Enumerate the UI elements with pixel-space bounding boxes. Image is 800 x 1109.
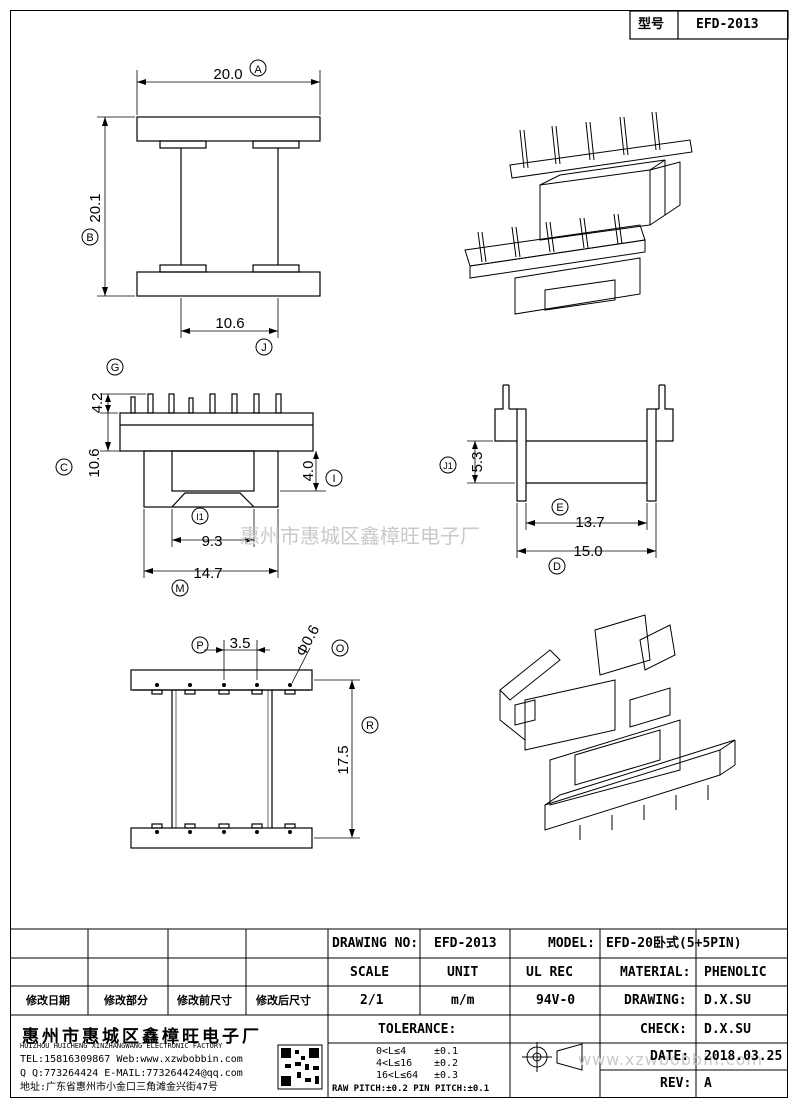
dim-j1-label: J1 <box>443 461 453 471</box>
drawing-frame <box>10 10 788 1098</box>
isometric-view-top <box>464 111 693 315</box>
dim-o-label: O <box>336 643 345 655</box>
material-value: PHENOLIC <box>704 965 767 980</box>
drawing-by-label: DRAWING: <box>624 993 687 1008</box>
tolerance-label: TOLERANCE: <box>378 1022 457 1037</box>
bottom-view <box>130 669 313 849</box>
company-name: 惠州市惠城区鑫樟旺电子厂 <box>22 1027 262 1047</box>
unit-label: UNIT <box>447 965 479 980</box>
dim-a-label: A <box>254 64 262 76</box>
dim-c-value: 10.6 <box>86 448 103 477</box>
front-view-dimensions <box>100 393 326 578</box>
dim-m-value: 14.7 <box>193 565 222 582</box>
rev-header-before: 修改前尺寸 <box>177 994 232 1007</box>
ul-rec-label: UL REC <box>526 965 573 980</box>
model-label: MODEL: <box>548 936 595 951</box>
dim-i1-label: I1 <box>196 512 204 522</box>
scale-value: 2/1 <box>360 993 384 1008</box>
dim-b-label: B <box>86 232 93 244</box>
check-value: D.X.SU <box>704 1022 751 1037</box>
dim-p-value: 3.5 <box>230 635 251 652</box>
projection-symbol-icon <box>522 1042 583 1072</box>
dim-g-label: G <box>111 362 120 374</box>
rev-value: A <box>704 1076 712 1091</box>
rev-label: REV: <box>660 1076 692 1091</box>
type-label: 型号 <box>638 17 665 32</box>
qr-code-icon <box>277 1044 323 1090</box>
dim-d-label: D <box>553 561 561 573</box>
model-value: EFD-20卧式(5+5PIN) <box>606 936 742 951</box>
tolerance-value-3: ±0.3 <box>434 1070 459 1081</box>
title-block-grid <box>10 928 788 1098</box>
drawing-no-label: DRAWING NO: <box>332 936 419 951</box>
dim-r-value: 17.5 <box>335 745 352 774</box>
date-value: 2018.03.25 <box>704 1049 783 1064</box>
company-tel-web: TEL:15816309867 Web:www.xzwbobbin.com <box>20 1054 243 1065</box>
side-view <box>494 384 674 502</box>
dim-m-label: M <box>175 583 184 595</box>
type-value: EFD-2013 <box>696 17 759 32</box>
dim-a-value: 20.0 <box>213 66 242 83</box>
tolerance-range-3: 16<L≤64 <box>376 1070 419 1081</box>
dim-b-value: 20.1 <box>87 193 104 222</box>
tolerance-range-1: 0<L≤4 <box>376 1046 407 1057</box>
ul-rec-value: 94V-0 <box>536 993 576 1008</box>
dim-p-label: P <box>196 640 203 652</box>
scale-label: SCALE <box>350 965 390 980</box>
drawing-no-value: EFD-2013 <box>434 936 497 951</box>
dim-i1-value: 9.3 <box>202 533 223 550</box>
pitch-tolerance: RAW PITCH:±0.2 PIN PITCH:±0.1 <box>332 1084 490 1094</box>
tolerance-value-1: ±0.1 <box>434 1046 459 1057</box>
material-label: MATERIAL: <box>620 965 691 980</box>
isometric-view-bottom <box>499 614 736 840</box>
dim-i-value: 4.0 <box>300 461 317 482</box>
company-name-en: HUIZHOU HUICHENG XINZHANGWANG ELECTRONIC… <box>20 1042 223 1050</box>
watermark-company: 惠州市惠城区鑫樟旺电子厂 <box>240 524 480 548</box>
drawing-by-value: D.X.SU <box>704 993 751 1008</box>
check-label: CHECK: <box>640 1022 687 1037</box>
watermark-url: www.xzwbobbin.com <box>578 1050 763 1069</box>
rev-header-part: 修改部分 <box>104 994 148 1007</box>
type-header-box <box>629 10 789 40</box>
tolerance-range-2: 4<L≤16 <box>376 1058 413 1069</box>
dim-o-value: Φ0.6 <box>293 622 323 659</box>
date-label: DATE: <box>650 1049 690 1064</box>
top-view <box>136 116 321 297</box>
tolerance-value-2: ±0.2 <box>434 1058 459 1069</box>
dim-g-value: 4.2 <box>89 393 106 414</box>
company-qq-email: Q Q:773264424 E-MAIL:773264424@qq.com <box>20 1068 243 1079</box>
front-view <box>119 393 314 508</box>
company-address: 地址:广东省惠州市小金口三角滩金兴街47号 <box>20 1082 219 1093</box>
dim-c-label: C <box>60 462 68 474</box>
dimension-labels: 20.0 A 20.1 B 10.6 J G 4.2 C 10.6 4.0 I … <box>55 59 605 775</box>
dim-e-label: E <box>556 502 563 514</box>
dim-e-value: 13.7 <box>575 514 604 531</box>
dim-i-label: I <box>332 473 335 485</box>
dim-j-value: 10.6 <box>215 315 244 332</box>
dim-r-label: R <box>366 720 374 732</box>
dim-j-label: J <box>261 342 267 354</box>
dim-d-value: 15.0 <box>573 543 602 560</box>
unit-value: m/m <box>451 993 475 1008</box>
rev-header-date: 修改日期 <box>26 994 70 1007</box>
rev-header-after: 修改后尺寸 <box>256 994 311 1007</box>
top-view-dimensions <box>97 70 321 338</box>
dim-j1-value: 5.3 <box>469 452 486 473</box>
